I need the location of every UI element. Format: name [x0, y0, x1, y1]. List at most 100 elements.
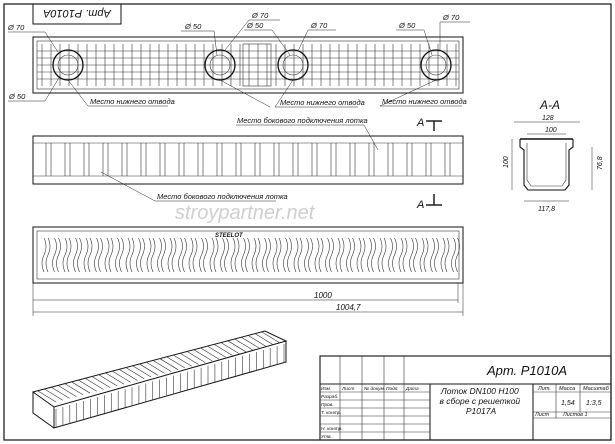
iso-slot [187, 351, 206, 363]
iso-slot [132, 365, 152, 378]
top-view-grid [37, 44, 459, 86]
svg-text:Лист: Лист [534, 412, 550, 418]
grate-slot [371, 237, 376, 273]
iso-slot [85, 378, 104, 390]
iso-slot [221, 342, 240, 354]
tb-left-cell: Пров. [321, 402, 334, 408]
iso-slot [227, 340, 247, 353]
tb-header-cell: Лист [341, 386, 354, 392]
svg-text:Масштаб: Масштаб [583, 386, 610, 392]
grate-slot [308, 237, 313, 273]
iso-slot [126, 367, 145, 380]
iso-slot [207, 346, 226, 358]
svg-text:100: 100 [503, 156, 510, 168]
grate-slot [272, 237, 278, 273]
corner-stamp-text: Арт. P1010A [43, 7, 112, 19]
grate-slot [178, 237, 183, 273]
iso-slot [160, 358, 179, 371]
iso-slot [119, 369, 138, 381]
grate-slot [297, 237, 303, 273]
outlet-label-1: Место нижнего отвода [90, 97, 175, 106]
iso-slot [255, 333, 274, 346]
watermark: stroypartner.net [175, 202, 316, 224]
section-title: A-A [539, 98, 560, 112]
grate-slot [62, 237, 68, 273]
outlet-label-3: Место нижнего отвода [382, 97, 467, 106]
grate-slot [161, 237, 166, 273]
mass-value: 1,54 [561, 400, 575, 407]
svg-text:Ø 70: Ø 70 [7, 23, 25, 32]
iso-slot [193, 349, 213, 362]
svg-text:Ø 70: Ø 70 [310, 21, 328, 30]
tb-left-cell: Утв. [321, 434, 332, 440]
iso-slot [44, 388, 63, 401]
grate-slot [339, 237, 345, 273]
grate-slot [98, 237, 103, 273]
dim-1000: 1000 [314, 291, 332, 300]
iso-slot [105, 372, 125, 385]
grate-slot [388, 237, 393, 273]
iso-slot [248, 335, 267, 347]
grate-slots [41, 237, 460, 273]
grate-slot [367, 237, 372, 273]
side-connection-label-top: Место бокового подключения лотка [237, 116, 368, 125]
svg-text:Ø 50: Ø 50 [8, 92, 26, 101]
tb-header-cell: № докум. [364, 386, 385, 392]
iso-slot [58, 385, 77, 397]
iso-slot [112, 371, 131, 383]
svg-text:Ø 70: Ø 70 [442, 13, 460, 22]
grate-slot [188, 237, 194, 273]
scale-value: 1:3,5 [586, 400, 602, 407]
grate-slot [335, 237, 341, 273]
iso-slot [180, 353, 199, 365]
grate-slot [318, 237, 324, 273]
tb-header-cell: Изм. [321, 386, 331, 392]
grate-slot [423, 237, 429, 273]
grate-slot [209, 237, 215, 273]
section-mark-top: A [416, 117, 442, 131]
grate-slot [381, 237, 387, 273]
iso-slot [166, 356, 186, 369]
iso-slot [78, 380, 97, 392]
grate-slot [245, 237, 250, 273]
grate-slot [220, 237, 225, 273]
grate-slot [140, 237, 145, 273]
grate-slot [398, 237, 404, 273]
svg-text:100: 100 [545, 127, 557, 134]
dim-1004: 1004,7 [336, 303, 361, 312]
isometric-slots [37, 331, 285, 428]
grate-slot [314, 237, 320, 273]
grate-slot [360, 237, 366, 273]
grate-slot [83, 237, 89, 273]
section-a-a: A-A 128 100 117,8 100 76,8 [503, 98, 604, 213]
grate-slot [293, 237, 299, 273]
grate-slot [304, 237, 309, 273]
grate-slot [77, 237, 82, 273]
grate-brand-text: STEELOT [215, 233, 244, 239]
grate-slot [171, 237, 177, 273]
iso-slot [146, 362, 165, 374]
grate-slot [430, 237, 435, 273]
iso-slot [71, 381, 91, 394]
corner-stamp: Арт. P1010A [32, 3, 122, 25]
iso-slot [98, 374, 118, 387]
grate-slot [234, 237, 240, 273]
grate-slot [377, 237, 383, 273]
grate-slot [455, 237, 460, 273]
title-block-description: Лоток DN100 H100 в сборе с решеткой P101… [439, 386, 522, 416]
grate-slot [241, 237, 246, 273]
grate-slot [115, 237, 120, 273]
grate-slot [182, 237, 187, 273]
iso-slot [37, 390, 57, 403]
grate-slot [325, 237, 330, 273]
iso-slot [234, 338, 254, 351]
grate-slot [451, 237, 456, 273]
iso-slot [241, 337, 260, 349]
grate-slot [56, 237, 61, 273]
isometric-view [31, 330, 288, 429]
svg-text:Ø 50: Ø 50 [246, 21, 264, 30]
svg-text:A: A [416, 117, 424, 129]
grate-slot [52, 237, 57, 273]
grate-slot [125, 237, 131, 273]
